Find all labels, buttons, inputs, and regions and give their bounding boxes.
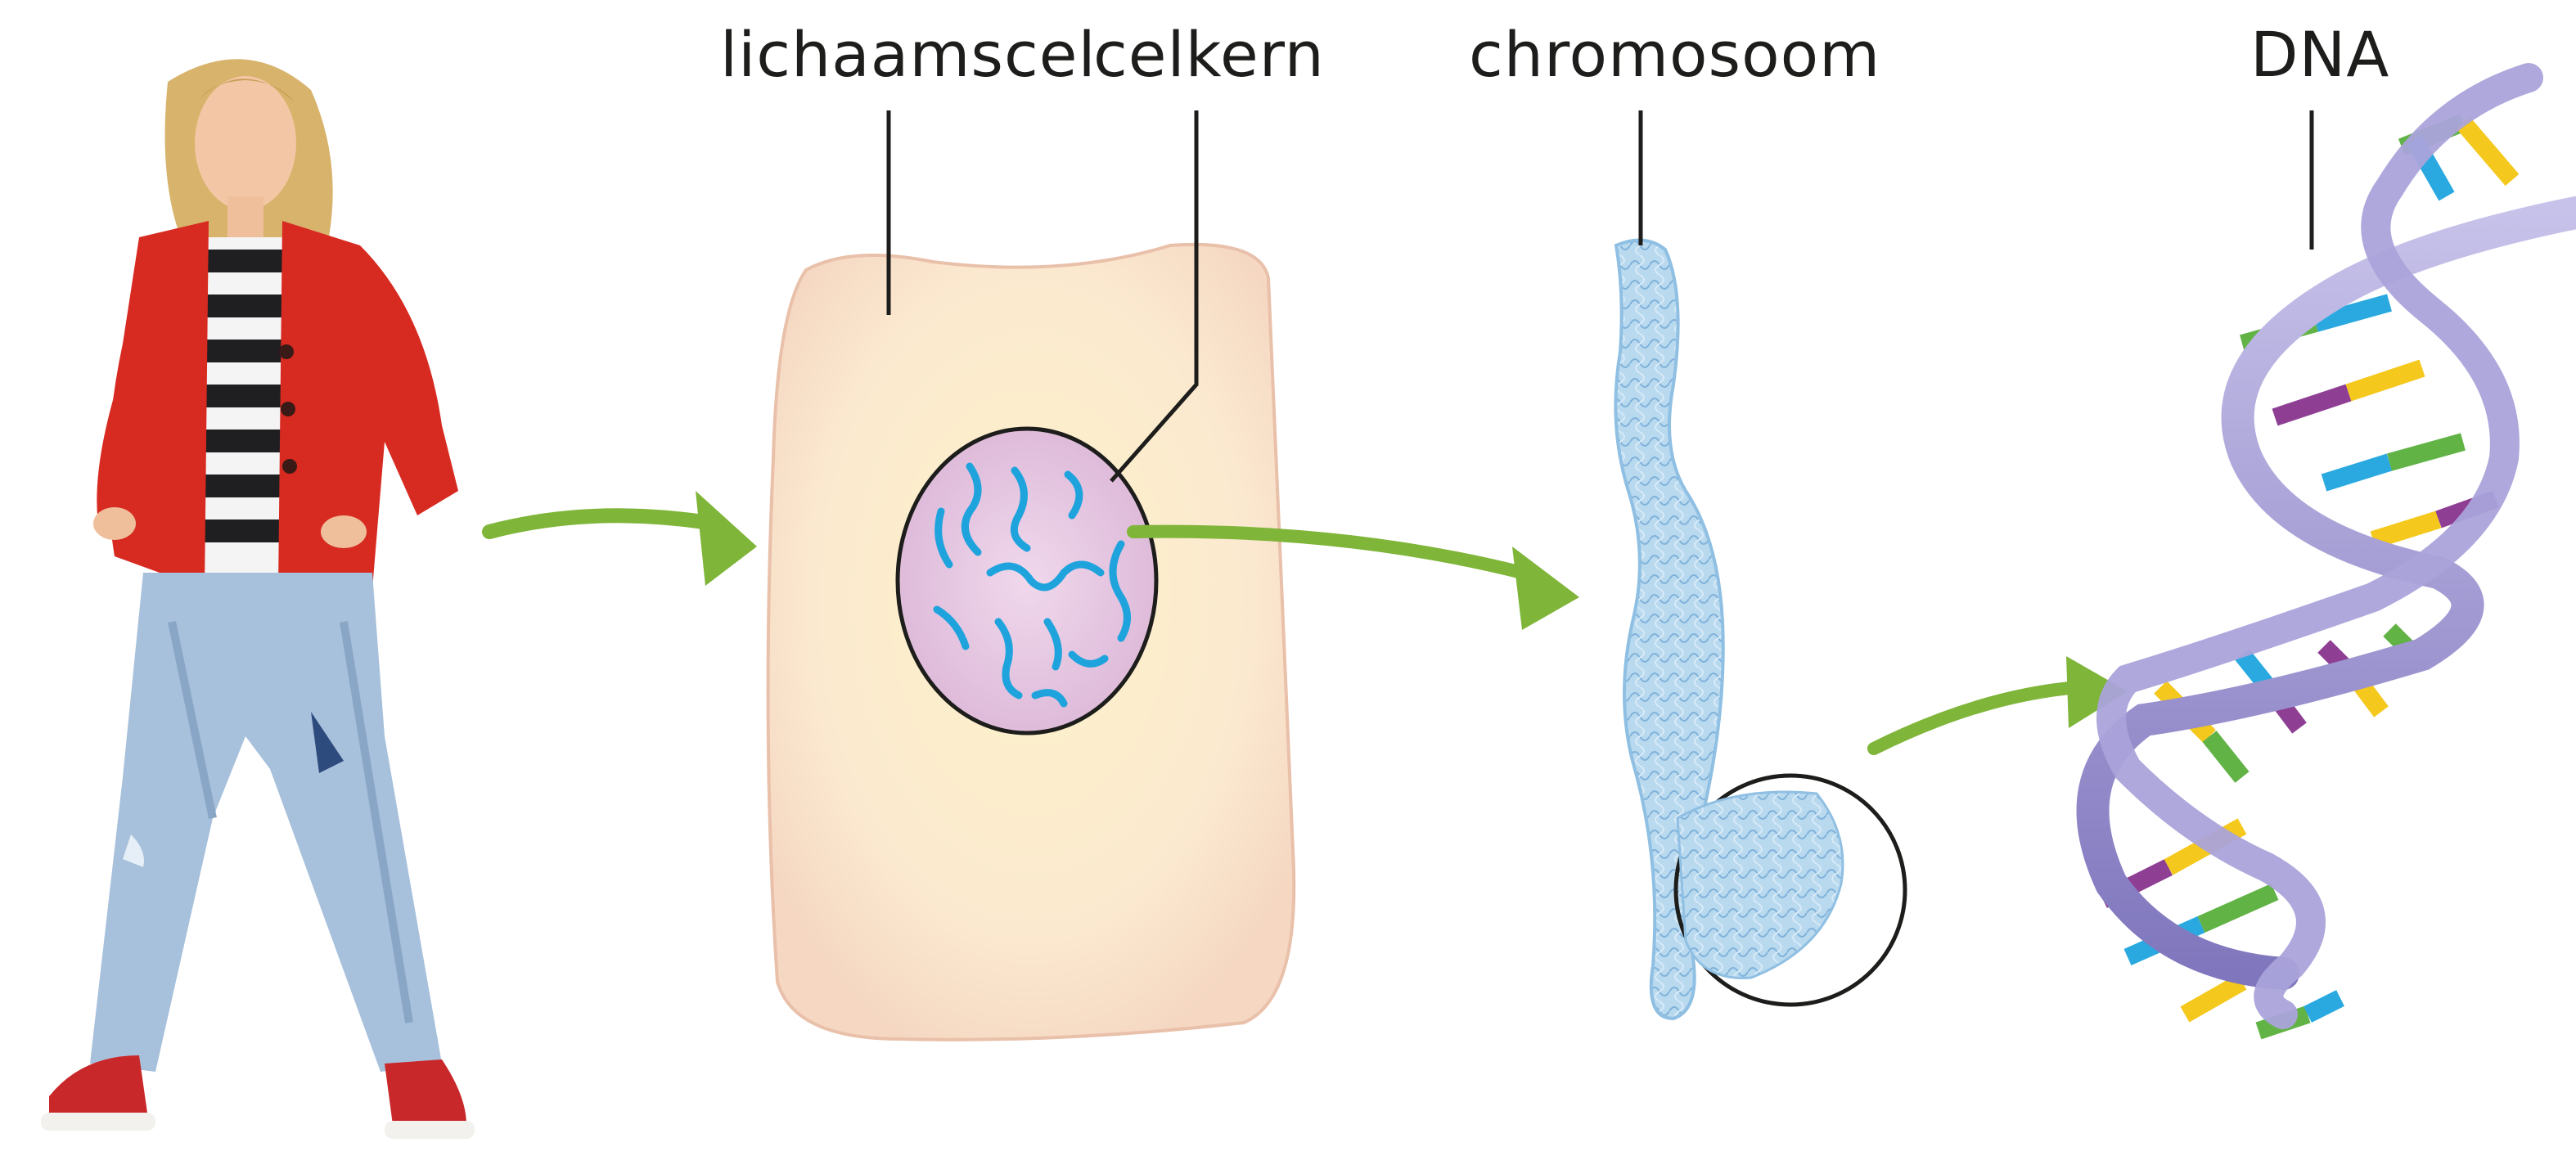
label-celkern: celkern xyxy=(1093,18,1325,91)
label-dna: DNA xyxy=(2250,18,2389,91)
chromosome xyxy=(1615,241,1905,1019)
girl-figure xyxy=(41,59,475,1139)
label-chromosoom: chromosoom xyxy=(1469,18,1880,91)
arrow-chromosome-to-dna xyxy=(1874,656,2128,749)
label-lichaamscel: lichaamscel xyxy=(720,18,1097,91)
arrow-girl-to-cell xyxy=(489,491,757,586)
jeans xyxy=(90,573,442,1072)
dna-double-helix xyxy=(2093,78,2576,1031)
red-sneakers xyxy=(41,1055,475,1139)
